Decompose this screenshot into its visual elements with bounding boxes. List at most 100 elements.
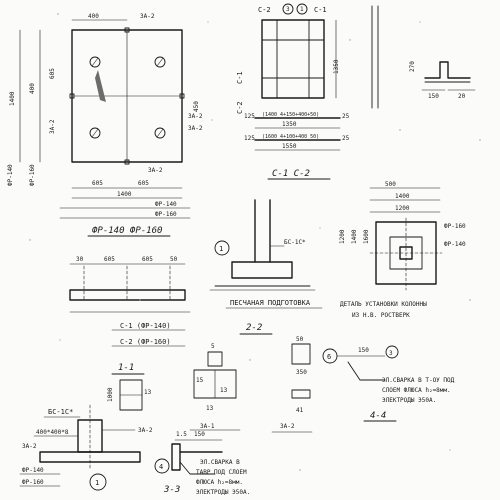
pd-caption-1: ДЕТАЛЬ УСТАНОВКИ КОЛОННЫ [340,301,427,308]
plan-weld-mark: 3A-2 [148,167,163,174]
cc-circle-num2: 1 [300,6,304,13]
bottom-right-detail: 3A-1 1.5 150 4 ЭЛ.СВАРКА В ТАВР ПОД СЛОЕ… [154,423,250,496]
elev-mark-b: C-2 (ФР-160) [120,338,171,346]
plan-mark-top: 3A-2 [140,13,155,20]
plan-dim-bottom-total: 1400 [117,191,132,198]
cc-circle-num: 3 [286,6,290,13]
cc-row4: 1550 [282,143,297,150]
bl-mark-a: ФР-140 [22,467,44,474]
cc-top-label2: C-1 [314,6,327,14]
tr-dim-a: 270 [409,61,416,72]
weld-mark-icon [95,70,106,102]
weld-text-2: СЛОЕМ ФЛЮСА h₂=8мм. [382,387,451,394]
cc-dim-right-b: 25 [342,135,350,142]
cc-dim-side: 1350 [333,59,340,74]
bl-dim-plate: 400*400*8 [36,429,69,436]
plan-mark-left: 3A-2 [49,119,56,134]
plan-dim-bottom-b: 605 [138,180,149,187]
pd-side-c: 1600 [363,229,370,244]
cc-row3: (1600 4+100+400 50) [262,134,319,140]
cc-top-label: C-2 [258,6,271,14]
bl-dim-b: 3A-2 [22,443,37,450]
br-text-4: ЭЛЕКТРОДЫ Э50А. [196,489,250,496]
br-circle-num: 4 [159,463,163,471]
sec22-label-41: 41 [296,407,304,414]
sd-dim-f: 13 [220,387,228,394]
cc-side-label: C-1 [236,71,244,84]
column-circle-num: 1 [219,245,223,253]
cc-side-label2: C-2 [236,101,244,114]
br-dim-a: 1.5 [176,431,187,438]
br-circle-icon [154,458,170,474]
weld-text-1: ЭЛ.СВАРКА В Т-ОУ ПОД [382,377,455,384]
section-22: 2-2 50 350 41 3A-2 [239,323,313,433]
pd-side-a: 1200 [339,229,346,244]
plan-side-mark-b: ФР-160 [29,164,36,186]
plan-bottom-mark-b: ФР-160 [155,211,177,218]
bolt-hole-icon [89,127,101,139]
pd-dim-top-a: 500 [385,181,396,188]
sec22-dim-b: 350 [296,369,307,376]
pd-dim-top-b: 1400 [395,193,410,200]
cc-dim-left-b: 125 [244,135,255,142]
elev-mark-a: C-1 (ФР-140) [120,322,171,330]
pd-side-b: 1400 [351,229,358,244]
tr-dim-b: 150 [428,93,439,100]
weld-circle-num: 6 [327,353,331,361]
bl-dim-a: 3A-2 [138,427,153,434]
bl-circle-icon [89,473,107,491]
pd-mark-a: ФР-160 [444,223,466,230]
weld-section: 4-4 [370,411,386,421]
sd-dim-a: 5 [211,343,215,350]
bl-circle-num: 1 [95,479,99,487]
elev-dim-b: 605 [104,256,115,263]
br-dim-b: 150 [194,431,205,438]
pd-mark-b: ФР-140 [444,241,466,248]
br-text-3: ФЛЮСА h₂=8мм. [196,479,243,486]
plan-dim-left-a: 400 [29,83,36,94]
br-text-1: ЭЛ.СВАРКА В [200,459,240,466]
bolt-hole-icon [154,127,166,139]
pd-dim-top-c: 1200 [395,205,410,212]
sd-dim-13: 13 [144,389,152,396]
column-detail: 1 БС-1С* ПЕСЧАНАЯ ПОДГОТОВКА [209,199,323,309]
sec22-label: 2-2 [246,323,262,333]
bl-label: БС-1С* [48,408,73,416]
weld-circle-num2: 3 [389,350,393,357]
plan-side-mark-a: ФР-140 [7,164,14,186]
weld-text-3: ЭЛЕКТРОДЫ Э50А. [382,397,436,404]
pd-caption-2: ИЗ Н.В. РОСТВЕРК [352,312,410,319]
plan-bottom-mark-a: ФР-140 [155,201,177,208]
plan-mark-right-a: 3A-2 [188,113,203,120]
br-label: 3A-1 [200,423,215,430]
weld-dim: 150 [358,347,369,354]
elev-dim-a: 30 [76,256,84,263]
sec22-dim-a: 50 [296,336,304,343]
section-cc: C-2 3 1 C-1 C-1 C-2 1350 (1400 4+150+400… [236,3,350,180]
bolt-hole-icon [89,56,101,68]
sec22-mark: 3A-2 [280,423,295,430]
sec11-dim-b: 1000 [107,387,114,402]
cc-dim-left-a: 125 [244,113,255,120]
cc-row1-detail: (1400 4+150+400+50) [262,112,319,118]
br-text-2: ТАВР ПОД СЛОЕМ [196,469,247,476]
column-circle-icon [214,240,230,256]
section-11: 1-1 1000 [107,363,145,411]
bottom-left-detail: БС-1С* 400*400*8 3A-2 3A-2 ФР-140 ФР-160… [19,404,153,491]
plan-title: ФР-140 ФР-160 [92,226,162,236]
plan-dim-top: 400 [88,13,99,20]
plan-dim-right: 450 [193,101,200,112]
weld-note: 6 150 3 ЭЛ.СВАРКА В Т-ОУ ПОД СЛОЕМ ФЛЮСА… [322,345,455,422]
sd-dim-d: 15 [196,377,204,384]
cc-outline [261,19,325,99]
sec11-label: 1-1 [118,363,134,373]
scan-noise [29,13,481,471]
plan-view: 400 3A-2 1400 400 605 3A-2 ФР-140 ФР-160… [7,13,203,237]
elevation-view: 30 605 605 50 C-1 (ФР-140) C-2 (ФР-160) [69,256,191,347]
section-details: 5 15 13 13 13 [144,343,237,412]
tr-dim-c: 20 [458,93,466,100]
plan-detail: 500 1400 1200 ФР-160 ФР-140 1200 1400 16… [339,181,466,319]
sd-dim-g: 13 [206,405,214,412]
plan-mark-right-b: 3A-2 [188,125,203,132]
